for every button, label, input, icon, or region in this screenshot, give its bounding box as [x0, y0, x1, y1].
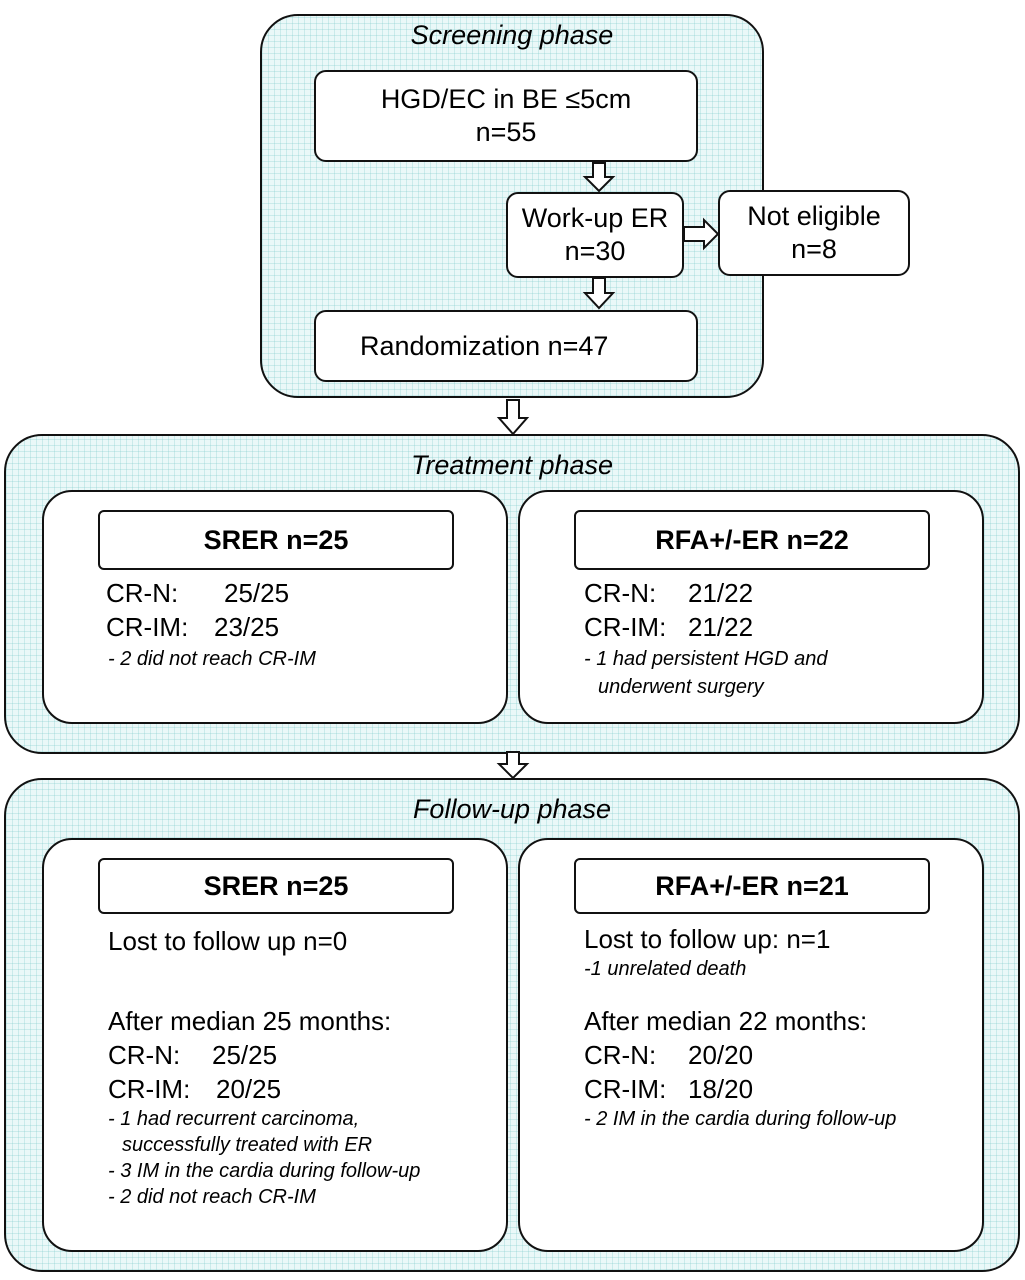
followup-rfa-lost: Lost to follow up: n=1: [584, 924, 831, 954]
treatment-rfa-arm: RFA+/-ER n=22 CR-N: 21/22 CR-IM: 21/22 -…: [518, 490, 984, 724]
treatment-rfa-crn-label: CR-N:: [584, 578, 657, 608]
followup-srer-crn-label: CR-N:: [108, 1040, 181, 1070]
workup-er-box: Work-up ER n=30: [506, 192, 684, 278]
treatment-rfa-crn-value: 21/22: [688, 578, 754, 608]
hgd-ec-count: n=55: [475, 117, 537, 147]
not-eligible-label: Not eligible: [747, 201, 881, 231]
followup-rfa-lost-note: -1 unrelated death: [584, 958, 747, 980]
followup-srer-median: After median 25 months:: [108, 1006, 392, 1036]
arrow-down-icon: [582, 277, 616, 310]
followup-rfa-header: RFA+/-ER n=21: [574, 858, 930, 914]
followup-rfa-arm: RFA+/-ER n=21 Lost to follow up: n=1 -1 …: [518, 838, 984, 1252]
treatment-rfa-note-line1: - 1 had persistent HGD and: [584, 648, 828, 670]
treatment-rfa-crim-label: CR-IM:: [584, 612, 667, 642]
followup-rfa-median: After median 22 months:: [584, 1006, 868, 1036]
treatment-srer-arm: SRER n=25 CR-N: 25/25 CR-IM: 23/25 - 2 d…: [42, 490, 508, 724]
treatment-srer-crim-label: CR-IM:: [106, 612, 189, 642]
followup-rfa-crim-label: CR-IM:: [584, 1074, 667, 1104]
followup-srer-note-line4: - 2 did not reach CR-IM: [108, 1186, 316, 1208]
randomization-box: Randomization n=47: [314, 310, 698, 382]
arrow-right-icon: [683, 217, 720, 251]
randomization-label: Randomization n=47: [360, 330, 609, 361]
arrow-down-icon: [496, 751, 530, 780]
followup-srer-arm: SRER n=25 Lost to follow up n=0 After me…: [42, 838, 508, 1252]
treatment-rfa-crim-value: 21/22: [688, 612, 754, 642]
followup-srer-crn-value: 25/25: [212, 1040, 278, 1070]
arrow-down-icon: [582, 162, 616, 193]
treatment-rfa-note-line2: underwent surgery: [598, 676, 764, 698]
followup-srer-note-line2: successfully treated with ER: [122, 1134, 373, 1156]
treatment-phase-title: Treatment phase: [410, 450, 614, 480]
treatment-srer-note: - 2 did not reach CR-IM: [108, 648, 316, 670]
hgd-ec-label: HGD/EC in BE ≤5cm: [380, 84, 632, 114]
followup-srer-crim-label: CR-IM:: [108, 1074, 191, 1104]
not-eligible-count: n=8: [791, 234, 837, 264]
treatment-srer-crn-value: 25/25: [224, 578, 290, 608]
followup-srer-note-line1: - 1 had recurrent carcinoma,: [108, 1108, 360, 1130]
followup-srer-header: SRER n=25: [98, 858, 454, 914]
treatment-srer-crim-value: 23/25: [214, 612, 280, 642]
hgd-ec-box: HGD/EC in BE ≤5cm n=55: [314, 70, 698, 162]
treatment-srer-crn-label: CR-N:: [106, 578, 179, 608]
screening-phase-title: Screening phase: [410, 20, 614, 50]
arrow-down-icon: [496, 399, 530, 436]
followup-phase-title: Follow-up phase: [412, 794, 612, 824]
workup-er-count: n=30: [564, 236, 626, 266]
workup-er-label: Work-up ER: [521, 203, 669, 233]
followup-rfa-crn-value: 20/20: [688, 1040, 754, 1070]
followup-rfa-crn-label: CR-N:: [584, 1040, 657, 1070]
treatment-rfa-header: RFA+/-ER n=22: [574, 510, 930, 570]
followup-srer-lost: Lost to follow up n=0: [108, 926, 348, 956]
followup-srer-note-line3: - 3 IM in the cardia during follow-up: [108, 1160, 421, 1182]
not-eligible-box: Not eligible n=8: [718, 190, 910, 276]
followup-srer-crim-value: 20/25: [216, 1074, 282, 1104]
followup-rfa-note: - 2 IM in the cardia during follow-up: [584, 1108, 897, 1130]
treatment-srer-header: SRER n=25: [98, 510, 454, 570]
followup-rfa-crim-value: 18/20: [688, 1074, 754, 1104]
